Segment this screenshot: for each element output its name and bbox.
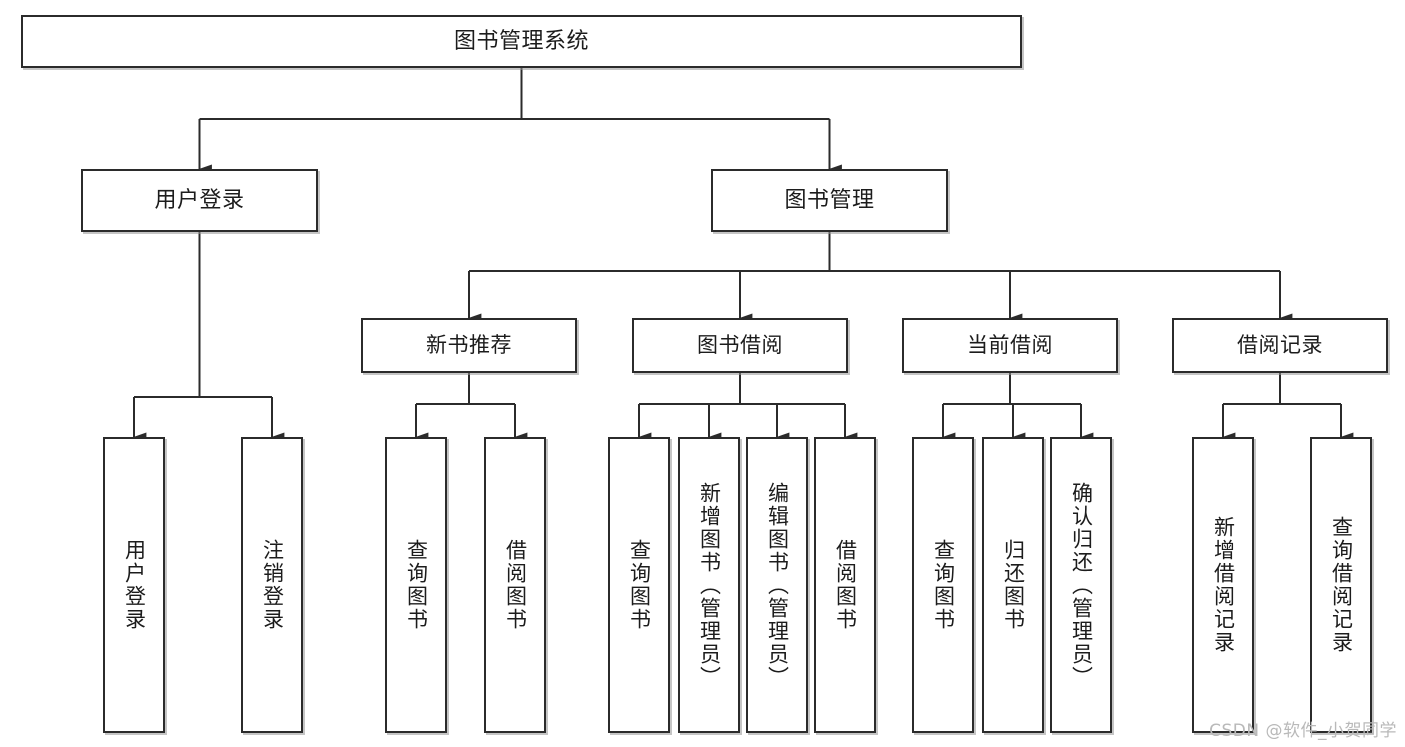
node-leaf_b_book_1[interactable]: 借阅图书 — [484, 437, 546, 733]
node-leaf_query_rec[interactable]: 查询借阅记录 — [1310, 437, 1372, 733]
node-leaf_add_rec[interactable]: 新增借阅记录 — [1192, 437, 1254, 733]
node-leaf_logout[interactable]: 注销登录 — [241, 437, 303, 733]
node-leaf_edit_book[interactable]: 编辑图书（管理员） — [746, 437, 808, 733]
node-leaf_conf_ret[interactable]: 确认归还（管理员） — [1050, 437, 1112, 733]
node-user_login[interactable]: 用户登录 — [81, 169, 318, 232]
node-label-leaf_add_rec: 新增借阅记录 — [1211, 516, 1236, 654]
node-leaf_q_book_1[interactable]: 查询图书 — [385, 437, 447, 733]
node-label-leaf_query_rec: 查询借阅记录 — [1329, 516, 1354, 654]
node-label-current_borrow: 当前借阅 — [967, 333, 1053, 358]
node-label-book_borrow: 图书借阅 — [697, 333, 783, 358]
node-label-new_book_rec: 新书推荐 — [426, 333, 512, 358]
edge-group — [132, 68, 1354, 442]
node-label-leaf_edit_book: 编辑图书（管理员） — [765, 481, 790, 689]
node-label-leaf_conf_ret: 确认归还（管理员） — [1069, 481, 1094, 689]
node-borrow_record[interactable]: 借阅记录 — [1172, 318, 1388, 373]
node-label-leaf_add_book: 新增图书（管理员） — [697, 481, 722, 689]
node-leaf_return[interactable]: 归还图书 — [982, 437, 1044, 733]
node-root[interactable]: 图书管理系统 — [21, 15, 1022, 68]
node-new_book_rec[interactable]: 新书推荐 — [361, 318, 577, 373]
node-label-leaf_q_book_2: 查询图书 — [627, 539, 652, 631]
node-label-leaf_user_login: 用户登录 — [122, 539, 147, 631]
node-label-leaf_q_book_1: 查询图书 — [404, 539, 429, 631]
node-leaf_add_book[interactable]: 新增图书（管理员） — [678, 437, 740, 733]
node-leaf_b_book_2[interactable]: 借阅图书 — [814, 437, 876, 733]
node-leaf_q_book_2[interactable]: 查询图书 — [608, 437, 670, 733]
node-leaf_q_book_3[interactable]: 查询图书 — [912, 437, 974, 733]
node-label-root: 图书管理系统 — [453, 28, 589, 54]
watermark-text: CSDN @软件_小贺同学 — [1209, 721, 1397, 741]
node-leaf_user_login[interactable]: 用户登录 — [103, 437, 165, 733]
node-label-leaf_q_book_3: 查询图书 — [931, 539, 956, 631]
node-label-borrow_record: 借阅记录 — [1237, 333, 1323, 358]
node-label-user_login: 用户登录 — [154, 187, 245, 213]
node-book_borrow[interactable]: 图书借阅 — [632, 318, 848, 373]
node-label-leaf_return: 归还图书 — [1001, 539, 1026, 631]
node-label-book_mgmt: 图书管理 — [784, 187, 875, 213]
node-book_mgmt[interactable]: 图书管理 — [711, 169, 948, 232]
node-label-leaf_b_book_2: 借阅图书 — [833, 539, 858, 631]
node-current_borrow[interactable]: 当前借阅 — [902, 318, 1118, 373]
node-label-leaf_b_book_1: 借阅图书 — [503, 539, 528, 631]
node-label-leaf_logout: 注销登录 — [260, 539, 285, 631]
